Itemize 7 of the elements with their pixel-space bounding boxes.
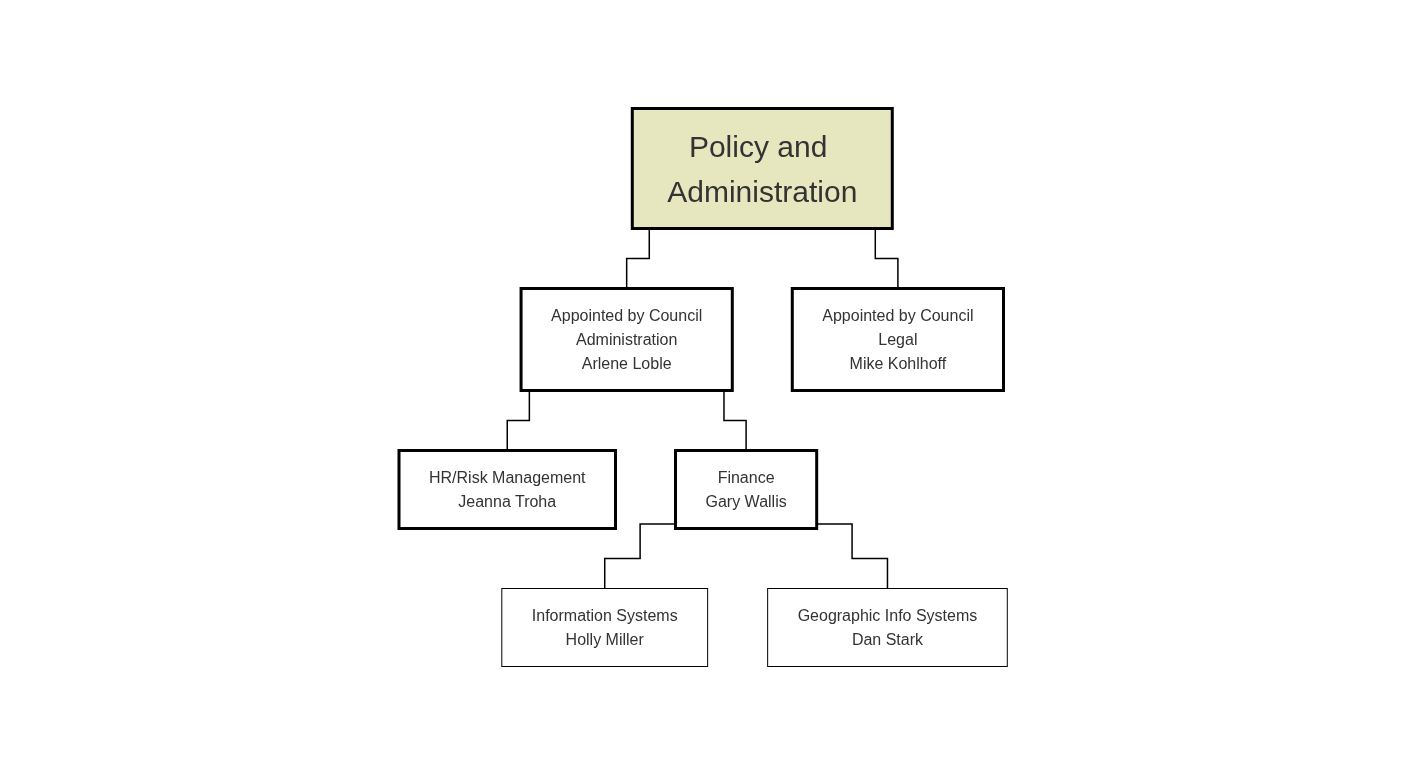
node-box: Information Systems Holly Miller: [501, 588, 708, 667]
node-box: HR/Risk Management Jeanna Troha: [397, 449, 617, 530]
node-box: Finance Gary Wallis: [673, 449, 819, 530]
node-box: Policy and Administration: [630, 107, 894, 230]
node-box: Geographic Info Systems Dan Stark: [767, 588, 1008, 667]
node-box: Appointed by Council Administration Arlene Loble: [519, 287, 734, 392]
node-box: Appointed by Council Legal Mike Kohlhoff: [790, 287, 1005, 392]
